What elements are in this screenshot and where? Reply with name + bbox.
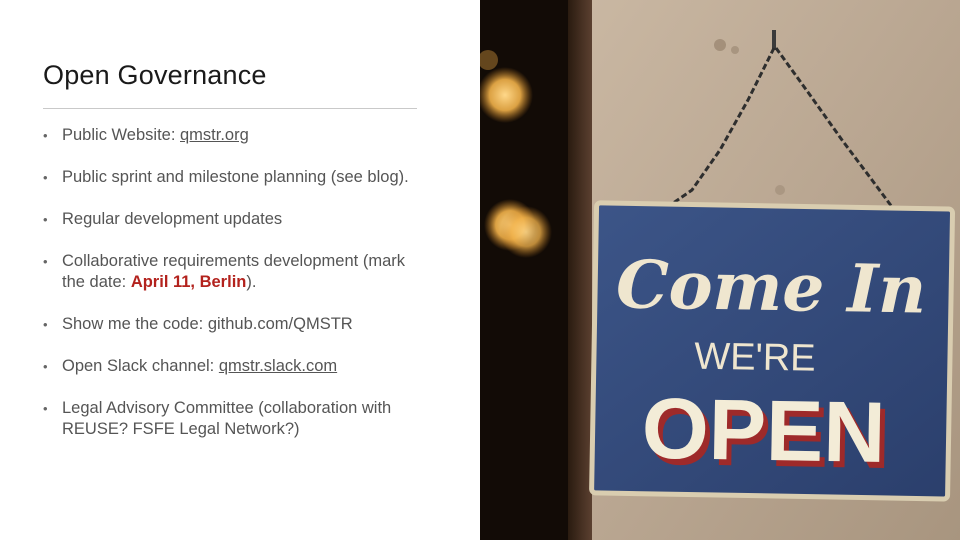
bullet-item-planning: • Public sprint and milestone planning (… (43, 167, 423, 188)
bullet-text: Legal Advisory Committee (collaboration … (62, 399, 392, 438)
bullet-item-legal: • Legal Advisory Committee (collaboratio… (43, 398, 423, 440)
bullet-text: Show me the code: github.com/QMSTR (62, 315, 353, 333)
bullet-item-slack: • Open Slack channel: qmstr.slack.com (43, 356, 423, 377)
bullet-list: • Public Website: qmstr.org • Public spr… (43, 125, 423, 461)
sign-open-shadow-text: OPEN (646, 387, 891, 487)
bullet-text-end: ). (246, 273, 257, 291)
slide-title: Open Governance (43, 60, 267, 90)
slack-link[interactable]: qmstr.slack.com (218, 357, 338, 375)
bokeh-light (500, 206, 552, 258)
photo-illustration: Come In WE'RE OPEN OPEN (480, 0, 960, 540)
sign-lettering: Come In WE'RE OPEN OPEN (615, 245, 927, 487)
bullet-item-code: • Show me the code: github.com/QMSTR (43, 314, 423, 335)
bullet-marker: • (43, 359, 48, 374)
bullet-marker: • (43, 128, 48, 143)
sign-board (589, 200, 956, 502)
bullet-marker: • (43, 317, 48, 332)
bullet-text: Public Website: (62, 126, 180, 144)
bullet-marker: • (43, 401, 48, 416)
sign-come-in-text: Come In (615, 245, 927, 328)
title-divider (43, 108, 417, 109)
door-frame (568, 0, 592, 540)
bokeh-light (480, 50, 498, 70)
event-date-highlight: April 11, Berlin (130, 273, 247, 291)
bullet-text: Regular development updates (62, 210, 283, 228)
chain-right (774, 47, 900, 216)
bullet-item-updates: • Regular development updates (43, 209, 423, 230)
sign-were-text: WE'RE (694, 336, 816, 380)
bokeh-light (480, 67, 533, 123)
hook (772, 30, 776, 50)
bullet-marker: • (43, 212, 48, 227)
bullet-text: Public sprint and milestone planning (se… (62, 168, 409, 186)
bullet-marker: • (43, 170, 48, 185)
bullet-marker: • (43, 254, 48, 269)
bullet-item-requirements: • Collaborative requirements development… (43, 251, 423, 293)
bullet-item-website: • Public Website: qmstr.org (43, 125, 423, 146)
chain-left (655, 47, 776, 217)
bullet-text: Collaborative requirements development (… (62, 252, 405, 291)
bullet-text: Open Slack channel: (62, 357, 219, 375)
slide-text-panel: Open Governance • Public Website: qmstr.… (43, 60, 423, 461)
website-link[interactable]: qmstr.org (180, 126, 249, 144)
sign-open-text: OPEN (641, 381, 886, 481)
open-sign-photo: Come In WE'RE OPEN OPEN (480, 0, 960, 540)
